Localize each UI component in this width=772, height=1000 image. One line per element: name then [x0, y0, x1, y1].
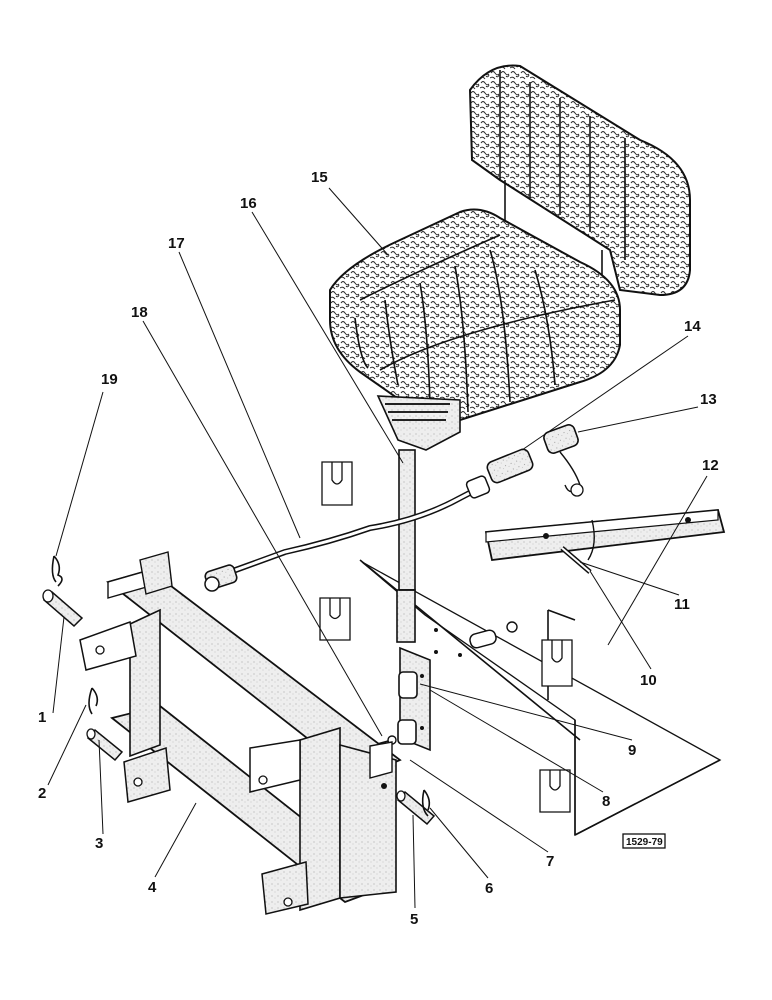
channel-bracket	[484, 509, 726, 574]
pin-10	[560, 519, 595, 574]
callout-12: 12	[702, 457, 719, 474]
main-frame	[79, 551, 402, 915]
hook-bracket-upper-left	[321, 461, 353, 506]
callout-2: 2	[38, 785, 46, 802]
callout-10: 10	[640, 672, 657, 689]
callout-labels: 1 2 3 4 5 6 7 8 9 10 11 12 13 14 15 16 1…	[38, 169, 719, 928]
cotter-pin-6	[421, 789, 431, 817]
pin-1	[42, 589, 84, 628]
seat-switch-cable	[204, 424, 584, 592]
hook-bracket-right-lower	[539, 769, 571, 813]
connector-cap-13	[543, 424, 584, 497]
seat-post	[396, 449, 416, 643]
hook-bracket-right-upper	[541, 639, 573, 687]
callout-4: 4	[148, 879, 157, 896]
callout-15: 15	[311, 169, 328, 186]
seat	[329, 64, 691, 451]
callout-3: 3	[95, 835, 103, 852]
figure-code-text: 1529-79	[626, 837, 663, 848]
callout-18: 18	[131, 304, 148, 321]
figure-code: 1529-79	[622, 833, 666, 849]
callout-17: 17	[168, 235, 185, 252]
hook-bracket-mid-left	[319, 597, 351, 641]
callout-19: 19	[101, 371, 118, 388]
callout-7: 7	[546, 853, 554, 870]
hinge-bracket	[397, 646, 431, 752]
callout-6: 6	[485, 880, 493, 897]
callout-9: 9	[628, 742, 636, 759]
pin-3	[86, 728, 124, 762]
callout-1: 1	[38, 709, 46, 726]
spacer-nut	[434, 621, 518, 657]
callout-14: 14	[684, 318, 701, 335]
callout-8: 8	[602, 793, 610, 810]
cotter-pin-19	[51, 555, 63, 587]
cable-end-plug	[204, 564, 238, 592]
cotter-pin-2	[88, 687, 99, 715]
seat-cushion	[329, 208, 621, 423]
connector-14	[465, 448, 534, 499]
pin-5	[396, 790, 436, 826]
callout-16: 16	[240, 195, 257, 212]
leader-lines	[47, 187, 708, 909]
callout-5: 5	[410, 911, 418, 928]
callout-11: 11	[674, 596, 690, 613]
seat-base-mount	[376, 395, 461, 451]
callout-13: 13	[700, 391, 717, 408]
